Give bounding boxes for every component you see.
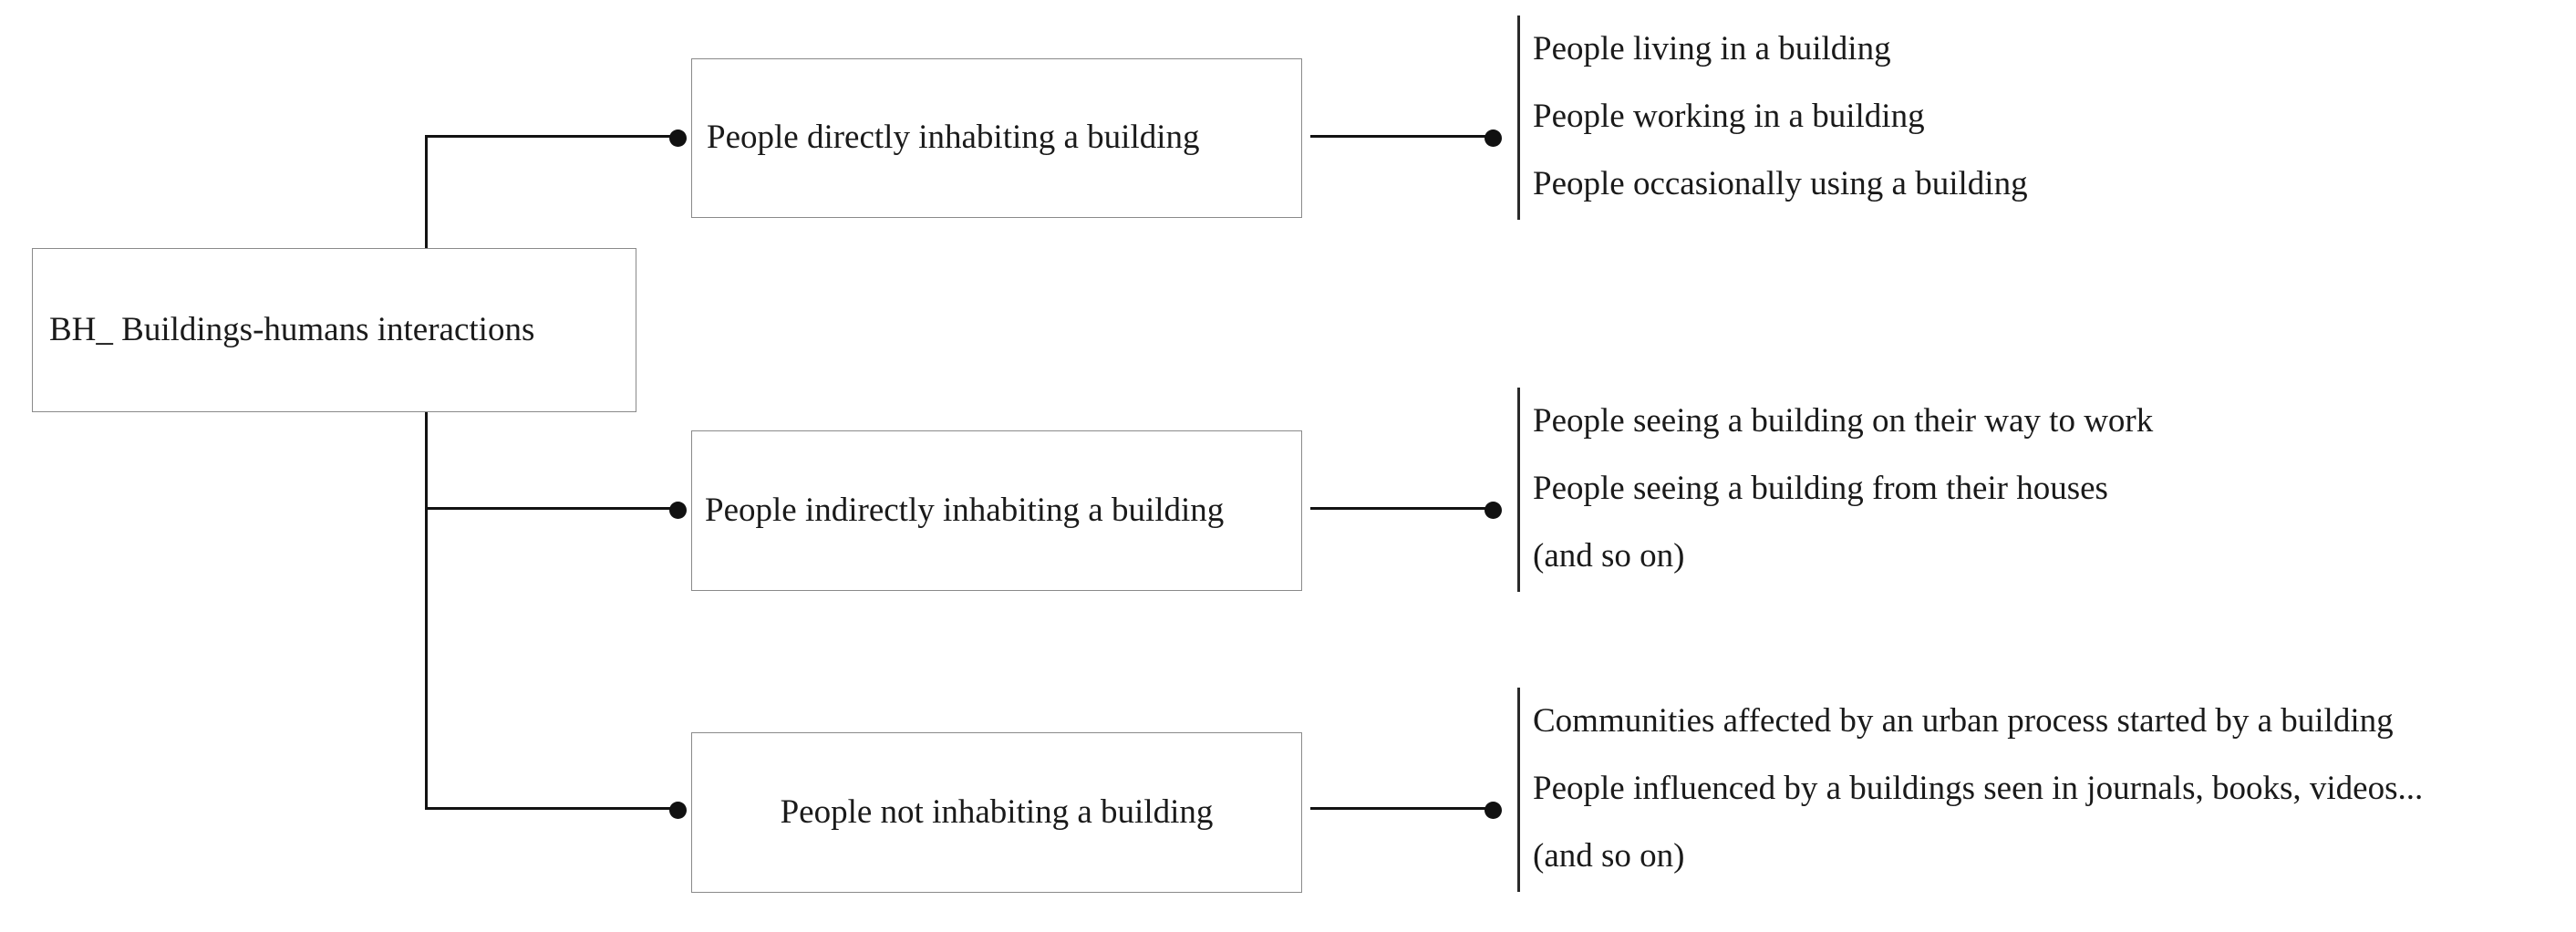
connector-branch-1-to-leaves <box>1310 135 1493 138</box>
leaf-group-2: People seeing a building on their way to… <box>1517 388 2153 592</box>
leaf-item: People seeing a building from their hous… <box>1533 470 2108 507</box>
branch-connector-dot-2 <box>669 502 687 519</box>
branch-connector-dot-1 <box>669 129 687 147</box>
branch-node-label-3: People not inhabiting a building <box>780 792 1214 831</box>
leaf-item: (and so on) <box>1533 837 1685 875</box>
leaf-item: People working in a building <box>1533 98 1925 135</box>
root-node-box[interactable]: BH_ Buildings-humans interactions <box>32 248 636 412</box>
leaf-item: People living in a building <box>1533 30 1891 67</box>
leaf-connector-dot-1 <box>1485 129 1502 147</box>
trunk-line-lower <box>425 410 428 810</box>
branch-node-label-2: People indirectly inhabiting a building <box>705 491 1225 529</box>
leaf-item: People seeing a building on their way to… <box>1533 402 2154 440</box>
leaf-item: (and so on) <box>1533 537 1685 575</box>
leaf-connector-dot-3 <box>1485 802 1502 819</box>
branch-node-label-1: People directly inhabiting a building <box>707 119 1200 157</box>
leaf-item: People influenced by a buildings seen in… <box>1533 770 2424 807</box>
leaf-connector-dot-2 <box>1485 502 1502 519</box>
root-node-label: BH_ Buildings-humans interactions <box>49 310 535 348</box>
connector-branch-3-to-leaves <box>1310 807 1493 810</box>
branch-node-box-3[interactable]: People not inhabiting a building <box>691 732 1302 893</box>
leaf-item: People occasionally using a building <box>1533 165 2028 202</box>
leaf-group-3: Communities affected by an urban process… <box>1517 688 2423 892</box>
connector-root-to-branch-1 <box>425 135 678 138</box>
trunk-line-upper <box>425 135 428 250</box>
connector-root-to-branch-2 <box>425 507 678 510</box>
connector-branch-2-to-leaves <box>1310 507 1493 510</box>
leaf-item: Communities affected by an urban process… <box>1533 702 2394 740</box>
branch-node-box-1[interactable]: People directly inhabiting a building <box>691 58 1302 218</box>
leaf-group-1: People living in a building People worki… <box>1517 16 2028 220</box>
branch-node-box-2[interactable]: People indirectly inhabiting a building <box>691 430 1302 591</box>
branch-connector-dot-3 <box>669 802 687 819</box>
connector-root-to-branch-3 <box>425 807 678 810</box>
